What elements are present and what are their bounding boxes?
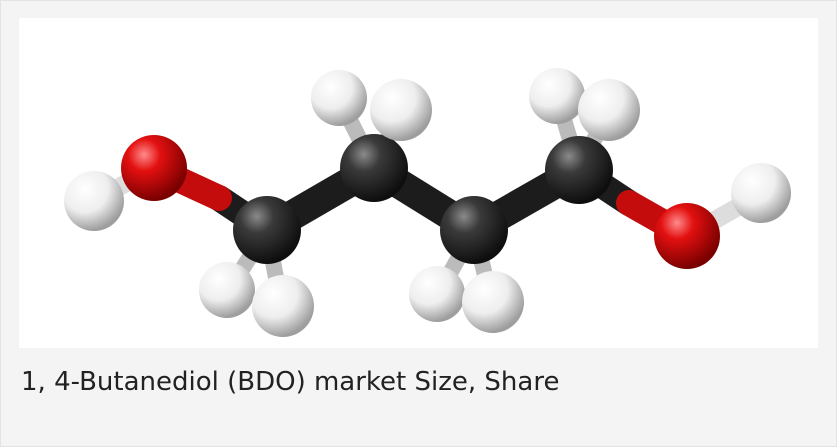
molecule-image[interactable]: [19, 18, 818, 348]
ball-and-stick-molecule-icon: [64, 68, 791, 337]
hydrogen-atoms-front: [64, 79, 791, 337]
carbon-atoms: [233, 134, 613, 264]
oxygen-atoms: [121, 135, 720, 269]
hydrogen-atoms-back: [311, 68, 585, 126]
image-caption[interactable]: 1, 4-Butanediol (BDO) market Size, Share: [21, 367, 560, 397]
